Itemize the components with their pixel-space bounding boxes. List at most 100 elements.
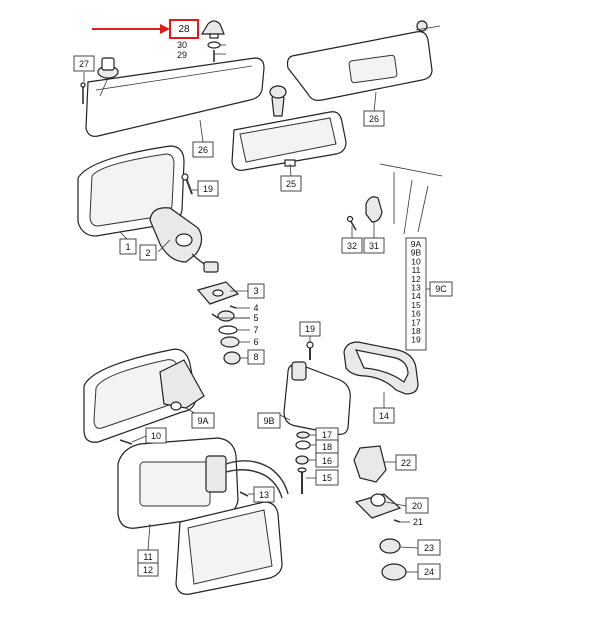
collar-23 — [379, 538, 401, 554]
callout-26-right[interactable]: 26 — [363, 110, 385, 127]
bushing-6-upper — [217, 310, 235, 322]
callout-30[interactable]: 30 — [177, 40, 187, 50]
callout-8[interactable]: 8 — [247, 349, 265, 365]
bushing-6-lower — [220, 336, 240, 348]
callout-7[interactable]: 7 — [253, 325, 258, 335]
svg-text:31: 31 — [369, 241, 379, 251]
door-frame-outline — [379, 163, 443, 235]
svg-text:12: 12 — [143, 565, 153, 575]
callout-29[interactable]: 29 — [177, 50, 187, 60]
kit-list-item[interactable]: 10 — [411, 256, 421, 266]
screw-19-upper — [181, 173, 193, 195]
cap-24 — [381, 563, 407, 581]
callout-27[interactable]: 27 — [73, 55, 95, 72]
callout-17[interactable]: 17 — [315, 427, 339, 442]
svg-text:19: 19 — [203, 184, 213, 194]
callout-21[interactable]: 21 — [413, 517, 423, 527]
kit-list-item[interactable]: 11 — [412, 265, 421, 275]
bushing-18 — [295, 440, 311, 450]
callout-1[interactable]: 1 — [119, 238, 137, 255]
callout-13[interactable]: 13 — [253, 486, 275, 503]
svg-text:2: 2 — [145, 248, 150, 258]
kit-list-item[interactable]: 9A — [411, 239, 422, 249]
callout-12[interactable]: 12 — [137, 562, 159, 577]
washer-30 — [207, 41, 221, 49]
highlight-arrow-icon — [92, 24, 170, 34]
mirror-glass-12 — [175, 501, 283, 595]
exterior-mirror-right-9A — [83, 348, 205, 443]
callout-23[interactable]: 23 — [417, 539, 441, 556]
svg-text:9C: 9C — [435, 284, 447, 294]
kit-list-item[interactable]: 17 — [411, 317, 421, 327]
screw-10 — [119, 439, 133, 445]
leader-lines — [83, 44, 430, 573]
callout-24[interactable]: 24 — [417, 563, 441, 580]
callout-22[interactable]: 22 — [395, 454, 417, 471]
svg-text:6: 6 — [253, 337, 258, 347]
kit-list-item[interactable]: 15 — [411, 300, 421, 310]
callout-9C[interactable]: 9C — [429, 281, 453, 297]
svg-text:29: 29 — [177, 50, 187, 60]
callout-9B[interactable]: 9B — [257, 412, 281, 429]
callout-20[interactable]: 20 — [405, 497, 429, 514]
kit-list-item[interactable]: 13 — [411, 283, 421, 293]
svg-text:15: 15 — [322, 473, 332, 483]
svg-text:7: 7 — [253, 325, 258, 335]
callout-15[interactable]: 15 — [315, 469, 339, 486]
svg-text:10: 10 — [151, 431, 161, 441]
kit-list-item[interactable]: 14 — [411, 291, 421, 301]
callout-16[interactable]: 16 — [315, 452, 339, 468]
mirror-arm-9B — [283, 361, 351, 435]
callout-4[interactable]: 4 — [253, 303, 258, 313]
kit-list-item[interactable]: 12 — [411, 274, 421, 284]
sun-visor-left — [85, 57, 265, 137]
bolt-15 — [297, 467, 307, 494]
svg-text:4: 4 — [253, 303, 258, 313]
svg-text:21: 21 — [413, 517, 423, 527]
sun-visor-right — [286, 20, 441, 101]
callout-18[interactable]: 18 — [315, 439, 339, 454]
adjuster-knob-22 — [353, 445, 387, 483]
callout-31[interactable]: 31 — [363, 237, 385, 254]
screw-5 — [211, 313, 219, 319]
svg-text:9B: 9B — [263, 416, 274, 426]
svg-text:28: 28 — [178, 24, 190, 35]
callout-14[interactable]: 14 — [373, 407, 395, 424]
callout-3[interactable]: 3 — [247, 283, 265, 299]
svg-text:3: 3 — [253, 286, 258, 296]
callout-9A[interactable]: 9A — [191, 412, 215, 429]
svg-text:23: 23 — [424, 543, 434, 553]
kit-list-9C — [405, 237, 427, 351]
callout-10[interactable]: 10 — [145, 427, 167, 444]
mount-plate-3 — [196, 281, 240, 305]
kit-list-item[interactable]: 19 — [411, 335, 421, 345]
callout-5[interactable]: 5 — [253, 313, 258, 323]
svg-text:27: 27 — [79, 59, 89, 69]
cap-8 — [223, 351, 241, 365]
callout-2[interactable]: 2 — [139, 244, 157, 261]
callout-25[interactable]: 25 — [280, 175, 302, 192]
callout-11[interactable]: 11 — [137, 549, 159, 564]
screw-21 — [393, 519, 401, 523]
kit-list-item[interactable]: 18 — [411, 326, 421, 336]
callout-28[interactable]: 28 — [169, 19, 199, 39]
svg-text:1: 1 — [125, 242, 130, 252]
callout-26-left[interactable]: 26 — [192, 141, 214, 158]
pillar-bracket-31 — [365, 196, 383, 223]
kit-list-item[interactable]: 9B — [411, 248, 422, 258]
callout-32[interactable]: 32 — [341, 237, 363, 254]
svg-text:20: 20 — [412, 501, 422, 511]
svg-text:19: 19 — [305, 324, 315, 334]
mirror-wiring — [225, 460, 289, 499]
kit-list-item[interactable]: 16 — [411, 309, 421, 319]
callout-19-lower[interactable]: 19 — [299, 321, 321, 337]
svg-text:22: 22 — [401, 458, 411, 468]
svg-text:5: 5 — [253, 313, 258, 323]
svg-text:18: 18 — [322, 442, 332, 452]
o-ring-7 — [218, 325, 238, 335]
callout-19-upper[interactable]: 19 — [197, 180, 219, 197]
interior-rear-view-mirror — [231, 85, 347, 171]
callout-6-lower[interactable]: 6 — [253, 337, 258, 347]
svg-text:32: 32 — [347, 241, 357, 251]
